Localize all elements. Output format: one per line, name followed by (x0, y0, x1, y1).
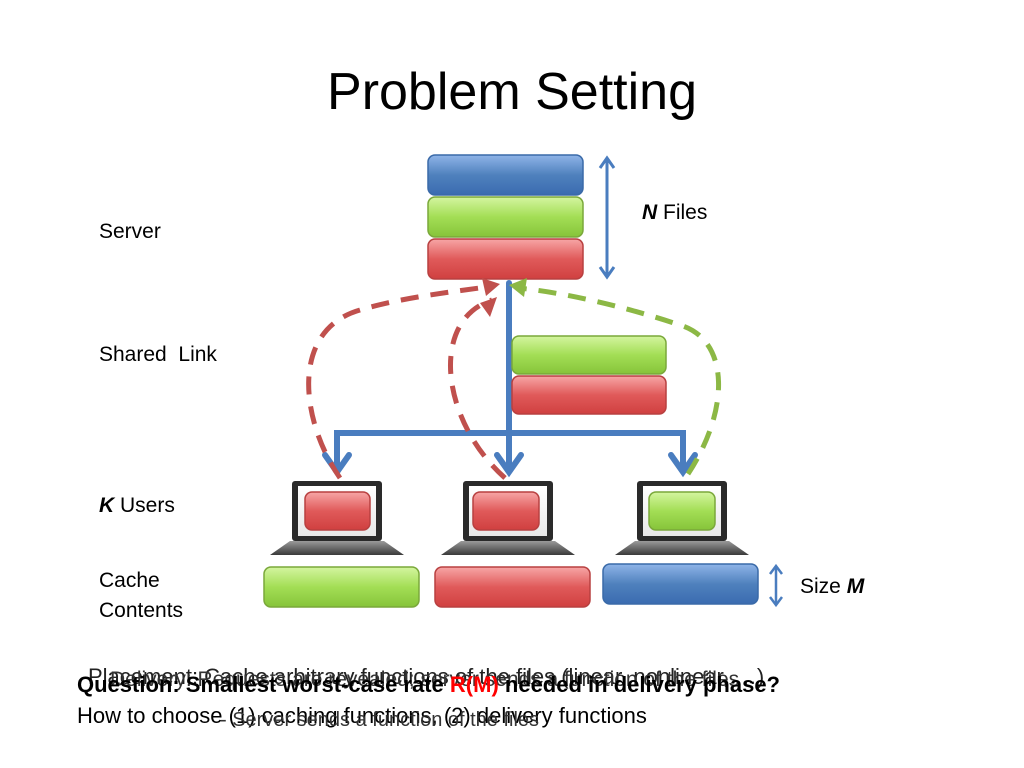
user1-cached-file (304, 491, 371, 531)
question-rate: R(M) (449, 672, 499, 697)
size-variable: M (846, 575, 865, 598)
cache-contents-label: Cache Contents (99, 566, 183, 626)
server-file-blue (427, 154, 584, 196)
user3-cached-file (648, 491, 716, 531)
size-text: Size (800, 575, 847, 598)
server-file-red (427, 238, 584, 280)
how-to-choose-line: How to choose (1) caching functions, (2)… (77, 703, 647, 728)
user2-cached-file (472, 491, 540, 531)
delivery-line: Delivery: Requests are revealed; server … (110, 668, 740, 691)
cache-content-user-2 (434, 566, 591, 608)
cache-contents-line1: Cache (99, 569, 160, 592)
shared-link-label: Shared Link (99, 343, 217, 366)
files-variable: N (642, 201, 658, 224)
server-file-stack (427, 154, 584, 280)
cache-content-user-3 (602, 563, 759, 605)
laptop-user-1 (270, 481, 404, 555)
size-label: Size M (800, 572, 864, 602)
request-arrow-user2 (448, 297, 507, 480)
n-files-arrow (598, 155, 616, 280)
request-arrow-user3 (517, 285, 722, 476)
server-file-green (427, 196, 584, 238)
request-arrowhead-3 (509, 278, 527, 297)
question-prefix: Question: Smallest worst-case rate (77, 672, 450, 697)
request-arrowhead-1 (482, 278, 500, 296)
question-line: Question: Smallest worst-case rate R(M) … (77, 672, 780, 698)
cache-content-user-1 (263, 566, 420, 608)
link-file-red (511, 375, 667, 415)
link-file-green (511, 335, 667, 375)
request-arrow-user1 (306, 284, 488, 480)
question-suffix: needed in delivery phase? (498, 672, 780, 697)
files-text: Files (657, 201, 708, 224)
users-variable: K (99, 494, 115, 517)
placement-line: Placement: Cache arbitrary functions of … (88, 664, 765, 689)
laptop-user-3 (615, 481, 749, 555)
users-text: Users (114, 494, 175, 517)
size-m-arrow (769, 563, 783, 608)
request-arrows (306, 284, 722, 480)
laptop-user-2 (441, 481, 575, 555)
users-label: K Users (99, 491, 175, 521)
files-label: N Files (642, 198, 707, 228)
server-sends-line: - Server sends a function of the files (220, 709, 540, 731)
request-arrowhead-2 (480, 297, 497, 317)
page-title: Problem Setting (327, 63, 697, 121)
server-label: Server (99, 220, 161, 243)
cache-contents-line2: Contents (99, 599, 184, 622)
